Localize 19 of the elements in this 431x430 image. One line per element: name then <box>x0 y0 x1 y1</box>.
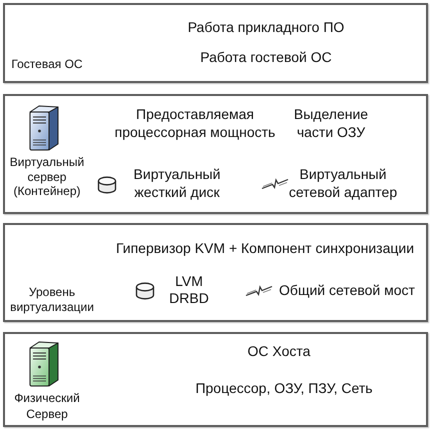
layer-caption: Гостевая ОС <box>11 57 83 72</box>
layer-box <box>3 94 428 214</box>
layer-box <box>3 332 428 427</box>
component-label: Общий сетевой мост <box>279 281 415 299</box>
layer-caption: Виртуальный сервер (Контейнер) <box>10 155 84 198</box>
component-label: Работа гостевой ОС <box>200 48 332 66</box>
component-label: Работа прикладного ПО <box>188 18 344 36</box>
component-label: Гипервизор KVM + Компонент синхронизации <box>116 239 414 257</box>
component-label: LVM DRBD <box>169 273 209 307</box>
component-label: Процессор, ОЗУ, ПЗУ, Сеть <box>195 379 373 397</box>
layer-caption: Уровень виртуализации <box>10 285 94 315</box>
layer-box <box>3 3 428 83</box>
layer-caption: Физический Сервер <box>14 390 80 422</box>
component-label: Предоставляемая процессорная мощность <box>114 105 276 141</box>
component-label: Виртуальный сетевой адаптер <box>288 165 398 201</box>
component-label: Выделение части ОЗУ <box>293 105 369 141</box>
component-label: Виртуальный жесткий диск <box>133 165 221 201</box>
layer-box <box>3 223 428 322</box>
component-label: ОС Хоста <box>248 342 310 360</box>
